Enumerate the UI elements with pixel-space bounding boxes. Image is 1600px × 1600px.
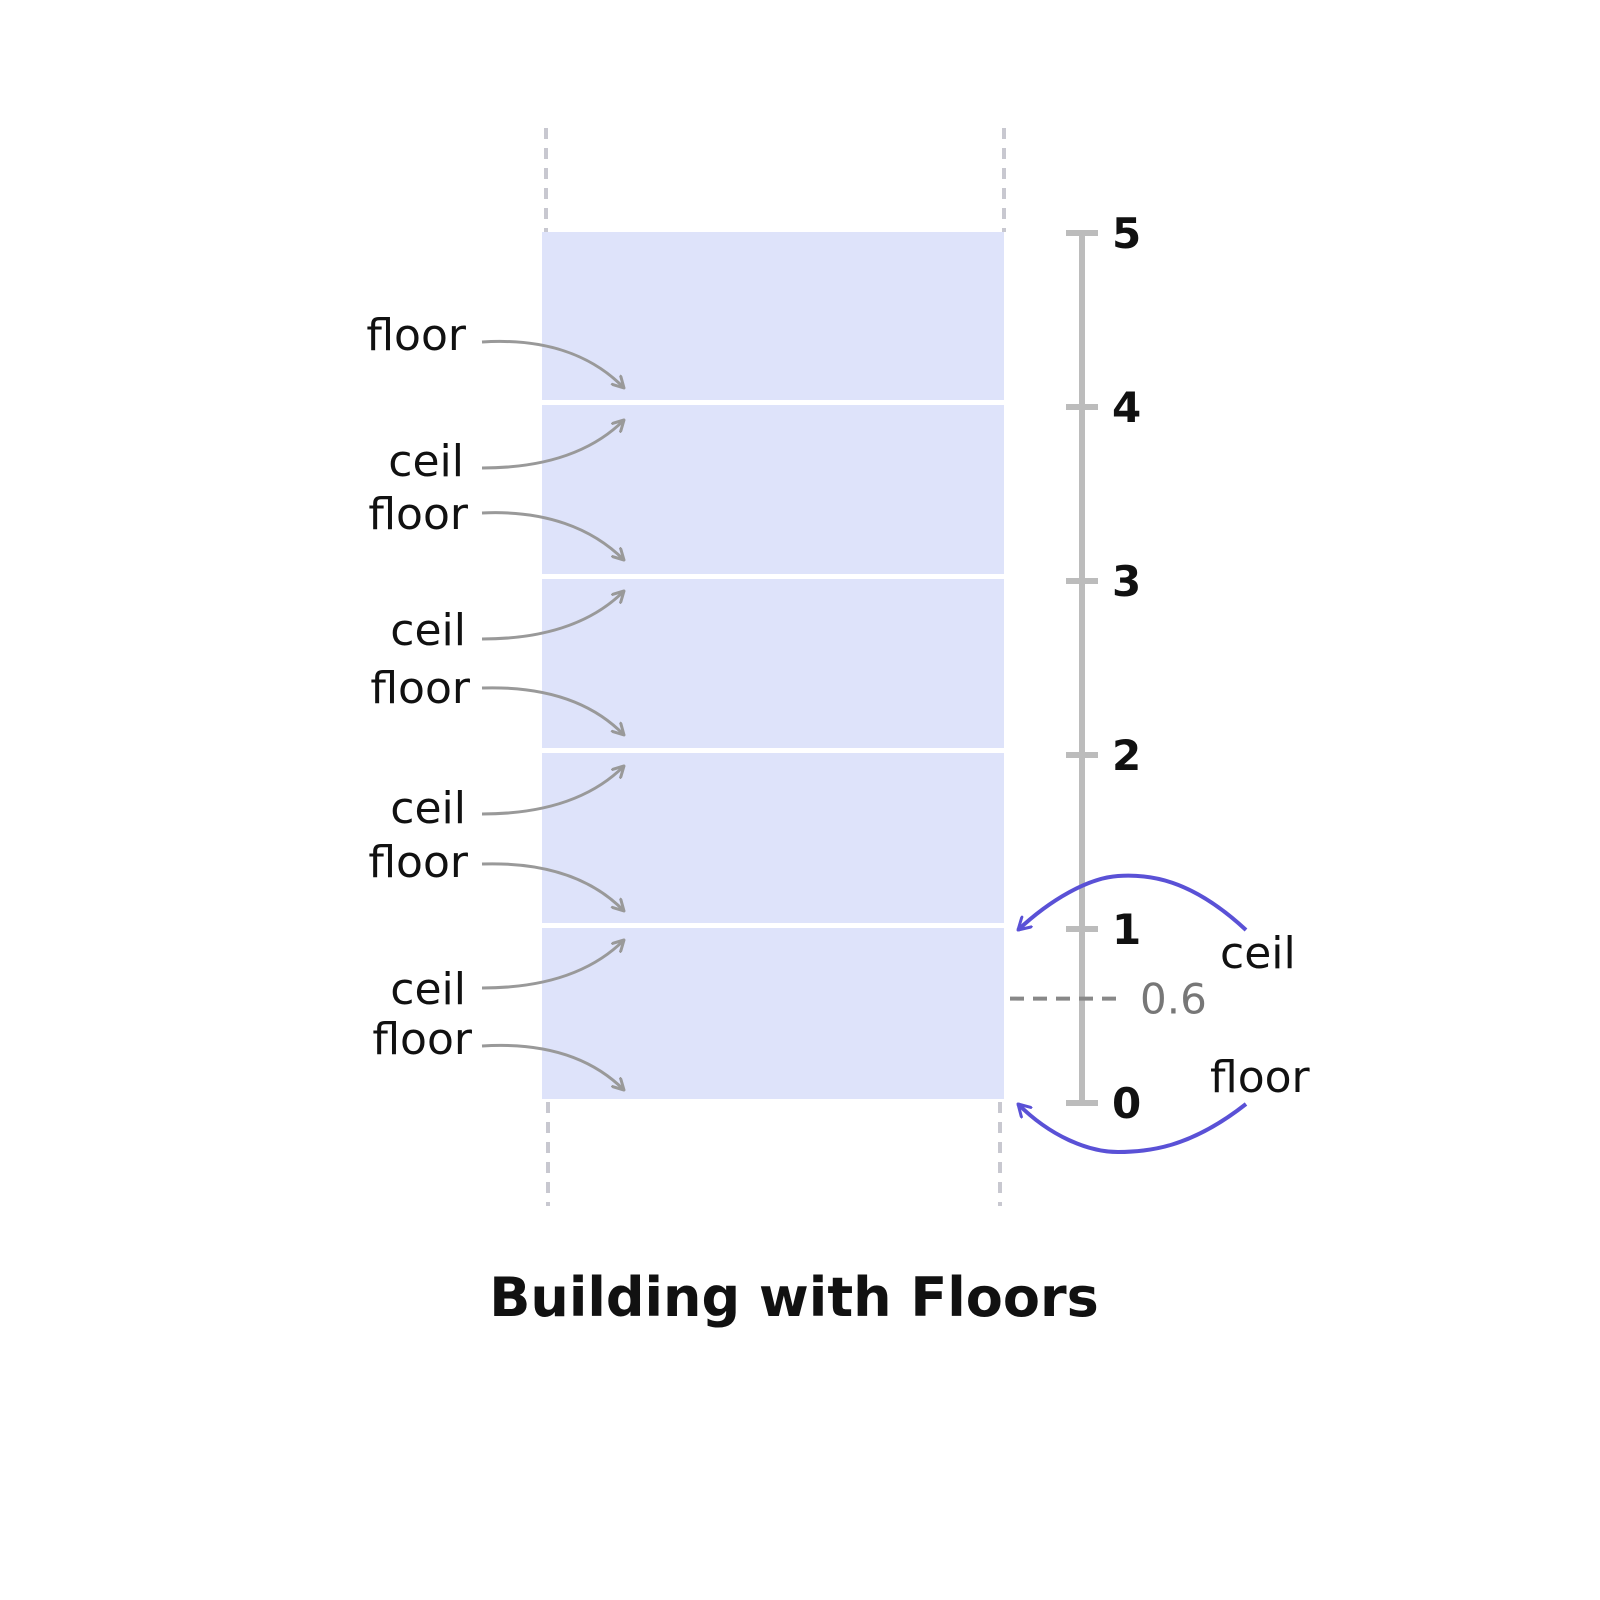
floor-label-1: floor bbox=[366, 310, 467, 361]
floor-arrow-3 bbox=[481, 686, 624, 735]
floor-band-1 bbox=[542, 928, 1004, 1099]
floor-label-4: floor bbox=[368, 837, 469, 888]
scale-ticks: 0 1 2 3 4 5 bbox=[1066, 209, 1141, 1128]
floor-arrow-4 bbox=[481, 862, 624, 911]
floor-band-3 bbox=[542, 579, 1004, 748]
floor-arrow-1 bbox=[481, 339, 624, 388]
floor-band-2 bbox=[542, 753, 1004, 923]
floor-highlight-arrow bbox=[1018, 1102, 1248, 1155]
ceil-label-1: ceil bbox=[388, 436, 464, 487]
ceil-label-3: ceil bbox=[390, 783, 466, 834]
floor-band-5 bbox=[542, 232, 1004, 400]
floor-arrow-5 bbox=[481, 1043, 624, 1090]
ceil-arrow-3 bbox=[481, 766, 624, 816]
floor-arrow-2 bbox=[481, 511, 624, 560]
ceil-highlight-label: ceil bbox=[1220, 928, 1296, 979]
scale-tick-label-1: 1 bbox=[1112, 905, 1141, 954]
scale-tick-label-4: 4 bbox=[1112, 383, 1141, 432]
floor-bands bbox=[542, 232, 1004, 1099]
diagram-title: Building with Floors bbox=[489, 1266, 1099, 1329]
ceil-arrow-2 bbox=[481, 591, 624, 641]
ceil-highlight-arrow bbox=[1018, 873, 1248, 930]
scale-tick-label-2: 2 bbox=[1112, 731, 1141, 780]
ceil-arrow-1 bbox=[481, 420, 624, 470]
ceil-label-4: ceil bbox=[390, 964, 466, 1015]
floor-highlight-label: floor bbox=[1210, 1052, 1311, 1103]
ceil-arrow-4 bbox=[481, 940, 624, 990]
floor-label-2: floor bbox=[368, 489, 469, 540]
scale-tick-label-5: 5 bbox=[1112, 209, 1141, 258]
marker-value-label: 0.6 bbox=[1140, 975, 1207, 1024]
left-annotations: floor ceil floor ceil floor ceil floor c… bbox=[366, 310, 624, 1090]
ceil-label-2: ceil bbox=[390, 605, 466, 656]
floor-label-3: floor bbox=[370, 663, 471, 714]
floor-label-5: floor bbox=[372, 1014, 473, 1065]
scale-tick-label-0: 0 bbox=[1112, 1079, 1141, 1128]
value-scale: 0 1 2 3 4 5 bbox=[1066, 209, 1141, 1128]
scale-tick-label-3: 3 bbox=[1112, 557, 1141, 606]
